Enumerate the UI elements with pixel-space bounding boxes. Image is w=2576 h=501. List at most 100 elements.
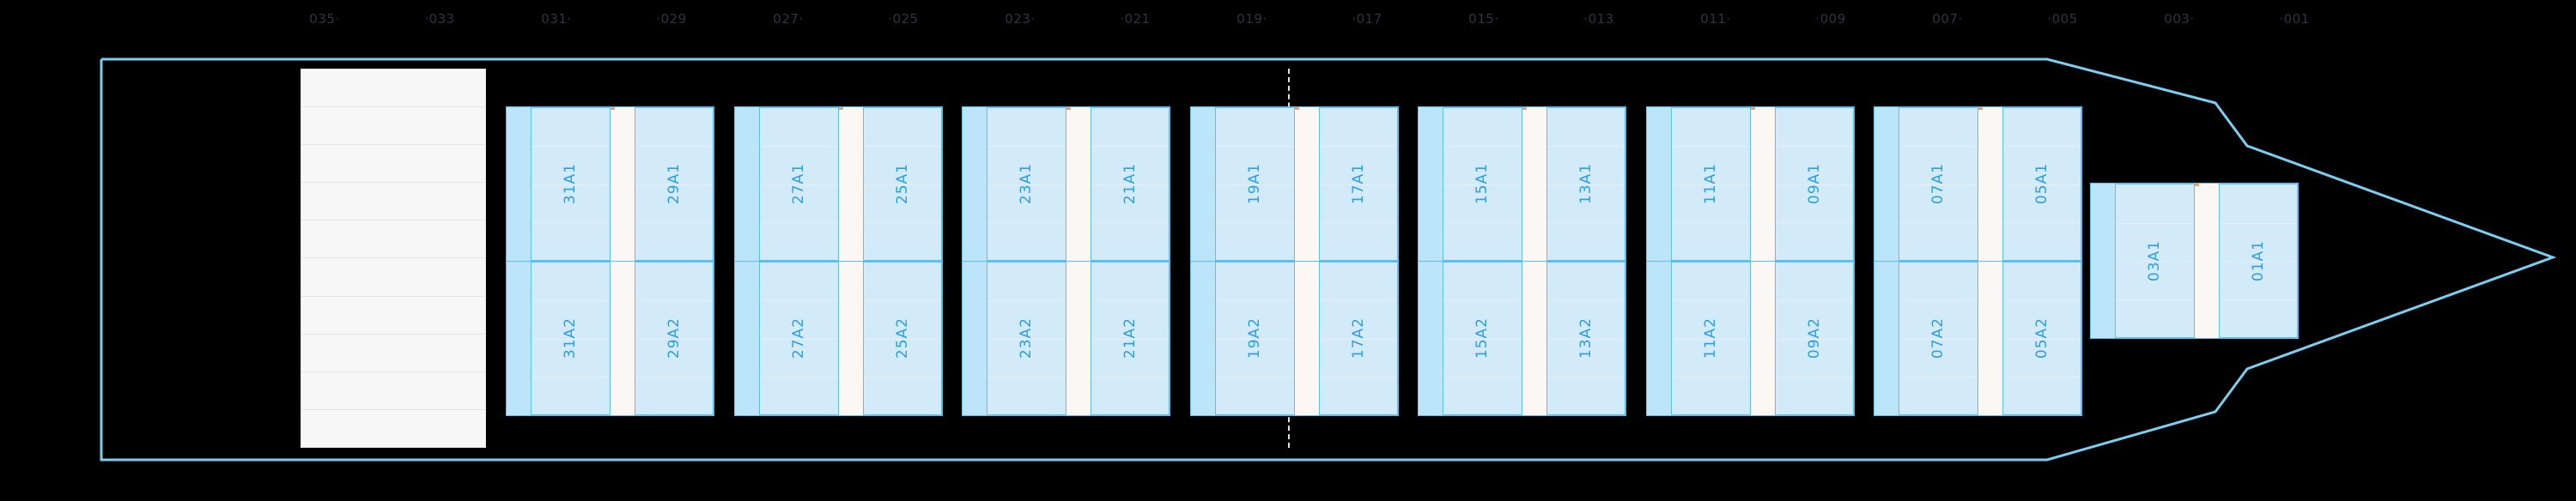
slot-subrow-divider xyxy=(863,146,941,148)
slot-29A2[interactable]: 29A2 xyxy=(634,262,714,415)
slot-05A2[interactable]: 05A2 xyxy=(2002,262,2081,415)
slot-label-25A2: 25A2 xyxy=(893,317,911,359)
slot-label-21A1: 21A1 xyxy=(1121,163,1139,205)
tier-gutter xyxy=(507,107,531,261)
slot-subrow-divider xyxy=(1672,184,1750,185)
bay-block-11-09-tier-A1: 11A1 09A1 xyxy=(1646,106,1855,261)
slot-subrow-divider xyxy=(1672,300,1750,302)
slot-label-11A2: 11A2 xyxy=(1702,317,1720,359)
tier-gutter xyxy=(1874,262,1899,415)
bay-gap-column xyxy=(1522,107,1546,261)
slot-13A1[interactable]: 13A1 xyxy=(1546,107,1625,261)
slot-subrow-divider xyxy=(2002,221,2081,223)
slot-subrow-divider xyxy=(532,300,610,302)
slot-subrow-divider xyxy=(2002,338,2081,340)
empty-hold-row[interactable] xyxy=(301,258,485,297)
slot-subrow-divider xyxy=(1775,184,1853,185)
tier-gutter xyxy=(2091,184,2115,338)
ruler-tick-003: 003· xyxy=(2164,11,2195,27)
ruler-tick-033: ·033 xyxy=(424,11,455,27)
slot-11A2[interactable]: 11A2 xyxy=(1671,262,1751,415)
tier-gutter xyxy=(963,107,987,261)
slot-subrow-divider xyxy=(1091,300,1169,302)
empty-hold-row[interactable] xyxy=(301,107,485,146)
bay-block-31-29-tier-A1: 31A1 29A1 xyxy=(506,106,714,261)
slot-subrow-divider xyxy=(532,184,610,185)
slot-subrow-divider xyxy=(1546,221,1625,223)
bay-gap-column xyxy=(610,107,635,261)
slot-05A1[interactable]: 05A1 xyxy=(2002,107,2081,261)
slot-09A1[interactable]: 09A1 xyxy=(1774,107,1854,261)
slot-label-11A1: 11A1 xyxy=(1702,163,1720,205)
slot-subrow-divider xyxy=(1899,221,1978,223)
empty-hold-row[interactable] xyxy=(301,372,485,410)
slot-label-05A2: 05A2 xyxy=(2032,317,2050,359)
slot-label-03A1: 03A1 xyxy=(2146,239,2164,282)
empty-hold-row[interactable] xyxy=(301,335,485,372)
slot-15A1[interactable]: 15A1 xyxy=(1443,107,1522,261)
slot-17A1[interactable]: 17A1 xyxy=(1318,107,1398,261)
slot-03A1[interactable]: 03A1 xyxy=(2115,184,2195,338)
bay-block-07-05: 07A1 05A1 07A2 05A2 xyxy=(1874,106,2082,416)
empty-hold-row[interactable] xyxy=(301,220,485,259)
slot-21A1[interactable]: 21A1 xyxy=(1090,107,1170,261)
bay-gap-column xyxy=(1066,262,1091,415)
slot-subrow-divider xyxy=(1216,221,1294,223)
slot-13A2[interactable]: 13A2 xyxy=(1546,262,1625,415)
slot-subrow-divider xyxy=(1546,184,1625,185)
bay-block-31-29: 31A1 29A1 31A2 29A2 xyxy=(506,106,714,416)
slot-21A2[interactable]: 21A2 xyxy=(1090,262,1170,415)
slot-subrow-divider xyxy=(532,338,610,340)
empty-hold-row[interactable] xyxy=(301,69,485,108)
empty-hold-row[interactable] xyxy=(301,410,485,447)
ruler-tick-025: ·025 xyxy=(888,11,919,27)
bay-block-03-01: 03A1 01A1 xyxy=(2090,183,2299,339)
slot-23A2[interactable]: 23A2 xyxy=(987,262,1066,415)
slot-01A1[interactable]: 01A1 xyxy=(2218,184,2298,338)
bay-block-07-05-tier-A2: 07A2 05A2 xyxy=(1874,261,2082,416)
slot-subrow-divider xyxy=(987,338,1066,340)
slot-subrow-divider xyxy=(2002,146,2081,148)
slot-19A2[interactable]: 19A2 xyxy=(1215,262,1295,415)
slot-29A1[interactable]: 29A1 xyxy=(634,107,714,261)
slot-07A2[interactable]: 07A2 xyxy=(1899,262,1978,415)
slot-19A1[interactable]: 19A1 xyxy=(1215,107,1295,261)
slot-27A2[interactable]: 27A2 xyxy=(759,262,839,415)
slot-07A1[interactable]: 07A1 xyxy=(1899,107,1978,261)
slot-subrow-divider xyxy=(1443,300,1522,302)
empty-hold-row[interactable] xyxy=(301,183,485,221)
slot-subrow-divider xyxy=(1319,184,1397,185)
slot-subrow-divider xyxy=(1899,184,1978,185)
ruler-tick-007: 007· xyxy=(1932,11,1963,27)
slot-09A2[interactable]: 09A2 xyxy=(1774,262,1854,415)
slot-25A2[interactable]: 25A2 xyxy=(862,262,942,415)
empty-hold-row[interactable] xyxy=(301,297,485,335)
bay-block-07-05-tier-A1: 07A1 05A1 xyxy=(1874,106,2082,261)
slot-25A1[interactable]: 25A1 xyxy=(862,107,942,261)
ruler-tick-009: ·009 xyxy=(1815,11,1846,27)
slot-31A2[interactable]: 31A2 xyxy=(531,262,611,415)
bay-gap-column xyxy=(1522,262,1546,415)
slot-15A2[interactable]: 15A2 xyxy=(1443,262,1522,415)
slot-23A1[interactable]: 23A1 xyxy=(987,107,1066,261)
bay-gap-column xyxy=(1978,107,2002,261)
empty-hold-row[interactable] xyxy=(301,145,485,184)
bay-block-11-09: 11A1 09A1 11A2 09A2 xyxy=(1646,106,1855,416)
empty-hold-grid[interactable] xyxy=(301,69,486,448)
slot-subrow-divider xyxy=(1775,300,1853,302)
slot-subrow-divider xyxy=(2219,222,2297,224)
slot-subrow-divider xyxy=(1775,146,1853,148)
slot-27A1[interactable]: 27A1 xyxy=(759,107,839,261)
slot-11A1[interactable]: 11A1 xyxy=(1671,107,1751,261)
bay-block-19-17-tier-A1: 19A1 17A1 xyxy=(1190,106,1399,261)
tier-gutter xyxy=(1647,107,1671,261)
slot-31A1[interactable]: 31A1 xyxy=(531,107,611,261)
ruler-tick-027: 027· xyxy=(773,11,804,27)
ruler-tick-019: 019· xyxy=(1236,11,1267,27)
slot-17A2[interactable]: 17A2 xyxy=(1318,262,1398,415)
slot-subrow-divider xyxy=(1899,146,1978,148)
slot-subrow-divider xyxy=(760,221,838,223)
slot-subrow-divider xyxy=(1216,146,1294,148)
tier-gutter xyxy=(1647,262,1671,415)
